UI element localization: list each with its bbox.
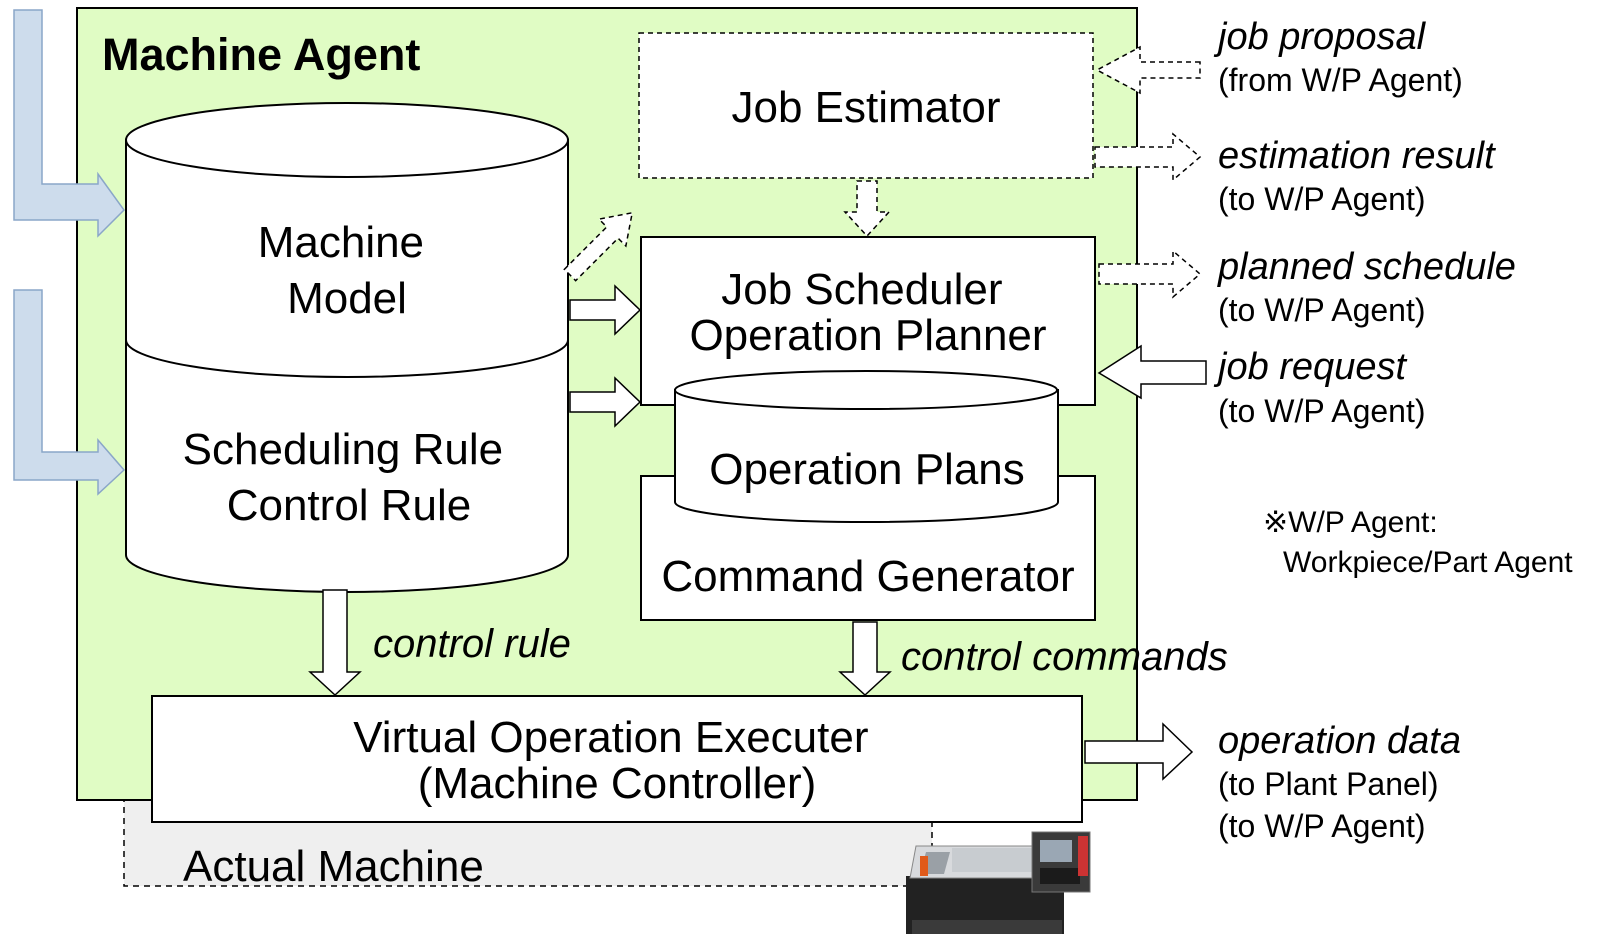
arrow-job-request-in [1097, 344, 1207, 400]
label-planned-schedule: planned schedule [1217, 246, 1516, 288]
label-job-request: job request [1213, 346, 1407, 388]
lathe-machine-icon [906, 831, 1091, 934]
executer-label: Virtual Operation Executer (Machine Cont… [353, 713, 880, 808]
model-rules-database [125, 102, 569, 593]
command-generator-label: Command Generator [661, 552, 1074, 601]
arrow-estimator-to-scheduler [843, 180, 891, 238]
label-operation-data: operation data [1218, 720, 1461, 762]
rules-label: Scheduling Rule Control Rule [183, 425, 516, 530]
actual-machine-label: Actual Machine [183, 842, 484, 891]
footnote-definition: Workpiece/Part Agent [1283, 546, 1573, 579]
operation-plans-database [674, 370, 1059, 524]
arrow-planned-schedule-out [1098, 249, 1202, 299]
operation-plans-label: Operation Plans [709, 445, 1025, 494]
footnote-term: ※W/P Agent: [1263, 506, 1438, 539]
job-estimator-box [638, 32, 1094, 179]
arrow-model-to-scheduler [569, 284, 642, 336]
executer-box [151, 695, 1083, 823]
arrow-operation-data-out [1084, 722, 1194, 781]
page-title: Machine Agent [102, 29, 420, 80]
arrow-job-proposal-in [1095, 45, 1201, 95]
machine-model-label: Machine Model [258, 218, 437, 323]
flow-label-control-commands: control commands [901, 635, 1228, 679]
arrow-estimation-result-out [1094, 132, 1202, 182]
job-scheduler-label: Job Scheduler Operation Planner [689, 265, 1046, 360]
note-job-request: (to W/P Agent) [1218, 393, 1426, 429]
flow-label-control-rule: control rule [373, 622, 571, 666]
label-job-proposal: job proposal [1213, 16, 1427, 58]
note-estimation-result: (to W/P Agent) [1218, 181, 1426, 217]
note-operation-data-plant-panel: (to Plant Panel) [1218, 766, 1439, 802]
input-arrow-bottom [13, 289, 126, 496]
input-arrow-top [13, 9, 125, 238]
arrow-control-rule [308, 589, 362, 697]
note-job-proposal: (from W/P Agent) [1218, 62, 1463, 98]
note-planned-schedule: (to W/P Agent) [1218, 292, 1426, 328]
arrow-control-commands [838, 621, 892, 697]
arrow-rules-to-scheduler [569, 376, 642, 428]
note-operation-data-wp-agent: (to W/P Agent) [1218, 808, 1426, 844]
arrow-model-to-estimator [563, 211, 634, 282]
job-estimator-label: Job Estimator [732, 83, 1001, 132]
label-estimation-result: estimation result [1218, 135, 1496, 177]
